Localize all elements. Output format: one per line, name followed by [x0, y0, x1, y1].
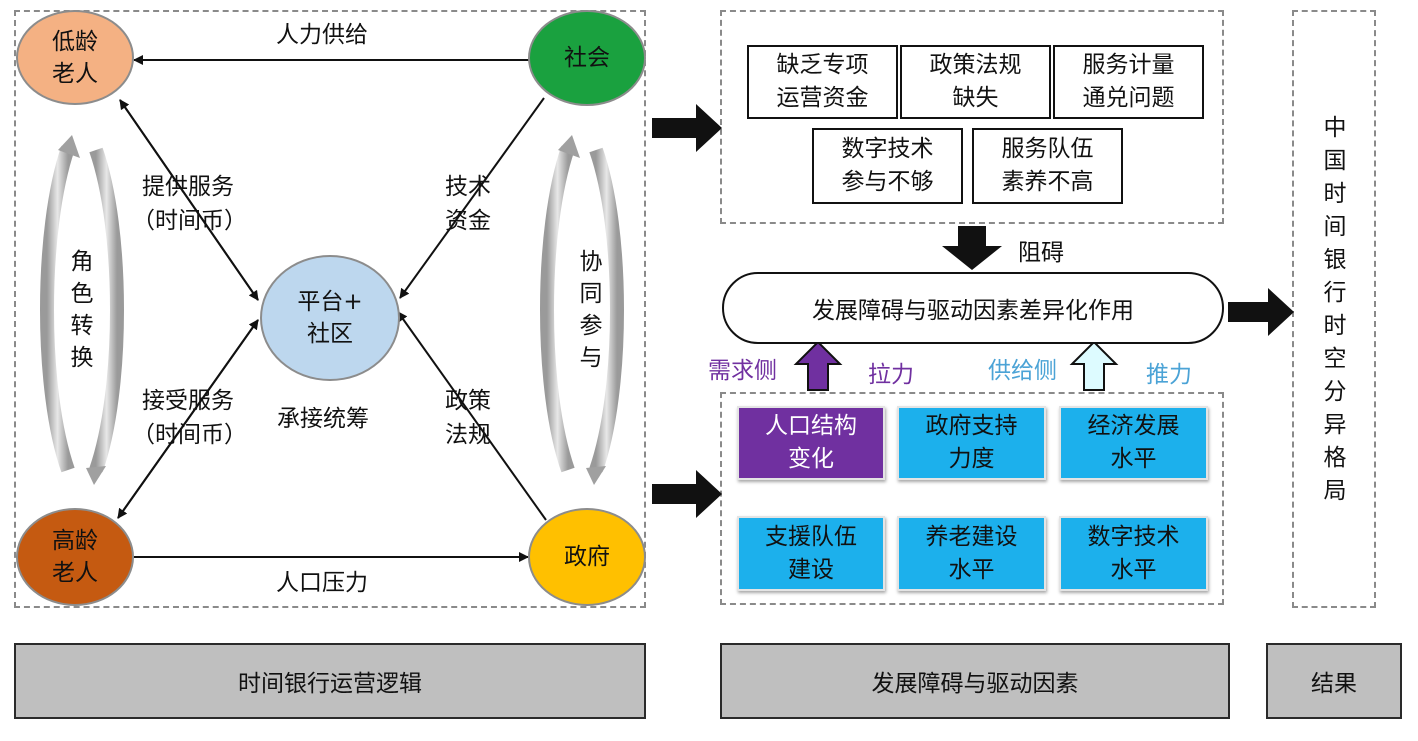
tech-capital-label: 技术 资金 [445, 174, 491, 234]
block-arrow-hinder [942, 226, 1002, 270]
factor-digital-technology: 数字技术 水平 [1059, 516, 1208, 591]
provide-service-label: 提供服务 （时间币） [132, 174, 247, 234]
population-pressure-label: 人口压力 [276, 570, 368, 596]
undertake-label: 承接统筹 [277, 406, 369, 432]
coordination-curved-arrows [540, 135, 624, 485]
obstacle-funding: 缺乏专项 运营资金 [747, 45, 898, 119]
manpower-supply-label: 人力供给 [276, 22, 368, 48]
push-arrow [1069, 340, 1119, 391]
factor-support-team: 支援队伍 建设 [737, 516, 885, 591]
result-panel [1292, 10, 1376, 608]
block-arrow-to-result [1228, 288, 1294, 336]
operation-logic-panel [14, 10, 646, 608]
obstacle-digital-tech: 数字技术 参与不够 [812, 128, 963, 204]
supply-side-label: 供给侧 [988, 358, 1057, 384]
factor-government-support: 政府支持 力度 [897, 406, 1046, 480]
pull-label: 拉力 [868, 362, 914, 388]
footer-operation-logic: 时间银行运营逻辑 [14, 643, 646, 719]
role-switch-curved-arrows [40, 135, 124, 485]
block-arrow-to-factors [652, 470, 722, 518]
platform-community-node: 平台+ 社区 [260, 255, 400, 381]
differentiated-effect-box: 发展障碍与驱动因素差异化作用 [722, 272, 1224, 344]
factor-elderly-care-construction: 养老建设 水平 [897, 516, 1046, 591]
receive-service-label: 接受服务 （时间币） [132, 388, 247, 448]
government-node: 政府 [528, 508, 646, 606]
high-age-elderly-node: 高龄 老人 [16, 508, 134, 606]
obstacle-policy: 政策法规 缺失 [900, 45, 1051, 119]
block-arrow-to-obstacles [652, 104, 722, 152]
footer-result: 结果 [1266, 643, 1402, 719]
arrow-society-to-platform [399, 97, 545, 299]
obstacles-panel [720, 10, 1224, 224]
push-label: 推力 [1146, 362, 1192, 388]
low-age-elderly-node: 低龄 老人 [16, 10, 134, 105]
factors-panel [720, 392, 1224, 605]
pull-arrow [793, 340, 843, 391]
policy-regulation-label: 政策 法规 [445, 388, 491, 448]
obstacle-measurement: 服务计量 通兑问题 [1053, 45, 1204, 119]
factor-economic-development: 经济发展 水平 [1059, 406, 1208, 480]
footer-obstacles-drivers: 发展障碍与驱动因素 [720, 643, 1230, 719]
arrow-high-age-to-platform [117, 319, 259, 519]
role-switch-label: 角色转换 [70, 249, 94, 371]
factor-population-structure: 人口结构 变化 [737, 406, 885, 480]
coordination-label: 协同参与 [579, 249, 603, 371]
hinder-label: 阻碍 [1018, 240, 1064, 266]
demand-side-label: 需求侧 [708, 358, 777, 384]
arrow-low-age-to-platform [119, 99, 259, 301]
result-text: 中国时间银行时空分异格局 [1323, 115, 1347, 504]
arrow-government-to-platform [397, 311, 547, 521]
society-node: 社会 [528, 10, 646, 106]
obstacle-team-quality: 服务队伍 素养不高 [972, 128, 1123, 204]
